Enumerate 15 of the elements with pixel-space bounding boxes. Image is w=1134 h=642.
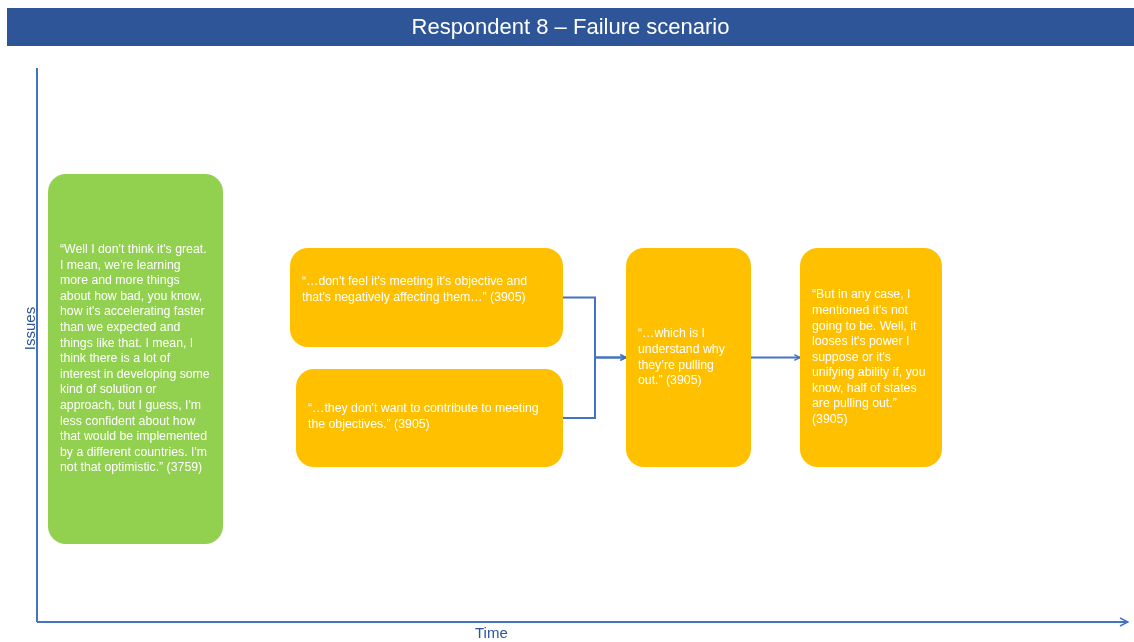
title-bar: Respondent 8 – Failure scenario xyxy=(7,8,1134,46)
quote-box xyxy=(626,248,751,467)
axis-label: Time xyxy=(475,624,508,641)
quote-box xyxy=(48,174,223,544)
quote-box xyxy=(800,248,942,467)
quote-text: “…don't feel it's meeting it's objective and that's negatively affecting them…” (3905) xyxy=(302,274,529,306)
connector-arrow xyxy=(750,354,801,361)
quote-box xyxy=(290,248,563,347)
connector-arrow xyxy=(562,354,627,419)
quote-text: “…which is I understand why they’re pulling out.” (3905) xyxy=(638,326,726,389)
quote-text: “But in any case, I mentioned it's not going to be. Well, it looses it's power I suppose or it's unifying ability if, you know, half of states are pulling out.” (3905) xyxy=(812,287,927,428)
axis-label: Issues xyxy=(21,306,39,351)
quote-box xyxy=(296,369,563,467)
quote-text: “Well I don't think it's great. I mean, we're learning more and more things about how bad, you know, how it's accelerating faster than we expected and things like that. I mean, I think there is a lot of interest in developing some kind of solution or approach, but I guess, I'm less confident about how that would be implemented by a different countries. I'm not that optimistic.” (3759) xyxy=(60,242,211,476)
quote-text: “…they don't want to contribute to meeting the objectives.” (3905) xyxy=(308,401,540,433)
